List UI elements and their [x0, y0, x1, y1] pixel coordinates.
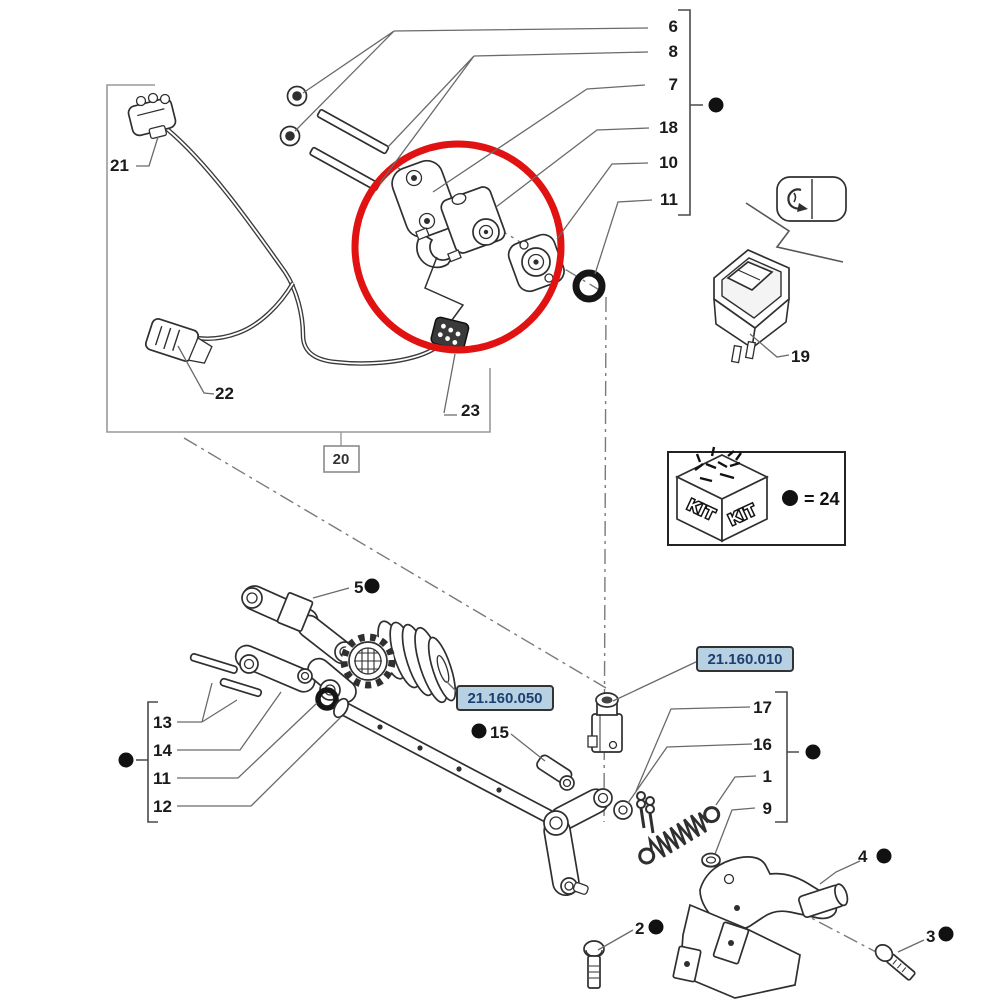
callout-10: 10 — [659, 153, 678, 172]
part-link-21-160-010[interactable]: 21.160.010 — [696, 646, 794, 672]
callout-14: 14 — [153, 741, 172, 760]
kit-equation: = 24 — [804, 489, 840, 509]
frame-label-20: 20 — [333, 451, 350, 468]
callout-19: 19 — [791, 347, 810, 366]
shutoff-valve — [587, 692, 623, 753]
part-number-links: 21.160.050 21.160.010 — [456, 646, 794, 711]
callout-2: 2 — [635, 919, 644, 938]
solenoid-pigtail-wire — [424, 256, 465, 321]
roll-pins — [189, 653, 263, 698]
part-link-21-160-050[interactable]: 21.160.050 — [456, 685, 554, 711]
frame-label-box — [323, 445, 360, 473]
flange-hub — [507, 233, 565, 293]
callout-16: 16 — [753, 735, 772, 754]
harness-connector-21 — [127, 92, 177, 140]
lever-arm — [543, 788, 613, 897]
callout-15: 15 — [490, 723, 509, 742]
solenoid-valve-body — [440, 186, 506, 254]
control-rod — [333, 697, 555, 824]
cotter-pins — [636, 791, 655, 834]
sprocket-gear — [340, 633, 396, 689]
mounting-studs — [309, 109, 390, 192]
decal-pointer — [745, 202, 844, 263]
kit-marker-dots — [118, 97, 954, 942]
lock-nut — [701, 852, 721, 868]
mounting-nuts — [279, 85, 308, 147]
part-link-21-160-010-text[interactable]: 21.160.010 — [707, 651, 782, 668]
callout-7: 7 — [669, 75, 678, 94]
leader-lines — [136, 27, 925, 953]
callout-12: 12 — [153, 797, 172, 816]
o-ring-small — [315, 687, 339, 711]
tension-spring — [638, 806, 721, 865]
support-bracket — [672, 856, 849, 999]
callout-22: 22 — [215, 384, 234, 403]
rocker-switch — [713, 249, 790, 364]
callout-6: 6 — [669, 17, 678, 36]
hex-bolt-rear — [874, 943, 916, 981]
callout-11: 11 — [660, 190, 678, 209]
wiring-harness — [127, 92, 470, 366]
part-link-21-160-050-text[interactable]: 21.160.050 — [467, 690, 542, 707]
callout-8: 8 — [669, 42, 678, 61]
callout-labels: 6 8 7 18 10 11 21 22 23 20 19 5 15 13 14… — [110, 17, 935, 946]
rotation-decal — [776, 176, 847, 222]
callout-4: 4 — [858, 847, 868, 866]
hex-bolt-front — [583, 940, 605, 989]
harness-connector-22 — [144, 318, 213, 364]
clevis-pin — [536, 754, 575, 791]
red-highlight-circle — [351, 140, 565, 354]
kit-legend-box: KIT KIT = 24 — [667, 446, 846, 546]
callout-17: 17 — [753, 698, 772, 717]
shift-yoke — [234, 585, 357, 704]
harness-group-frame — [106, 84, 491, 473]
callout-11b: 11 — [153, 769, 171, 788]
harness-connector-23 — [430, 316, 470, 351]
callout-3: 3 — [926, 927, 935, 946]
bracket-pin — [798, 883, 849, 918]
rotation-arrow-icon — [787, 188, 808, 212]
callout-13: 13 — [153, 713, 172, 732]
o-ring-seal — [572, 269, 606, 303]
callout-18: 18 — [659, 118, 678, 137]
callout-21: 21 — [110, 156, 129, 175]
saddle-clamp — [415, 227, 462, 269]
kit-marker-dot — [782, 490, 798, 506]
callout-9: 9 — [763, 799, 772, 818]
callout-1: 1 — [763, 767, 772, 786]
solenoid-mounting-plate — [391, 159, 458, 239]
callout-brackets — [136, 9, 799, 823]
kit-cube: KIT KIT — [675, 446, 769, 543]
callout-5: 5 — [354, 578, 363, 597]
washer — [613, 800, 633, 820]
callout-23: 23 — [461, 401, 480, 420]
